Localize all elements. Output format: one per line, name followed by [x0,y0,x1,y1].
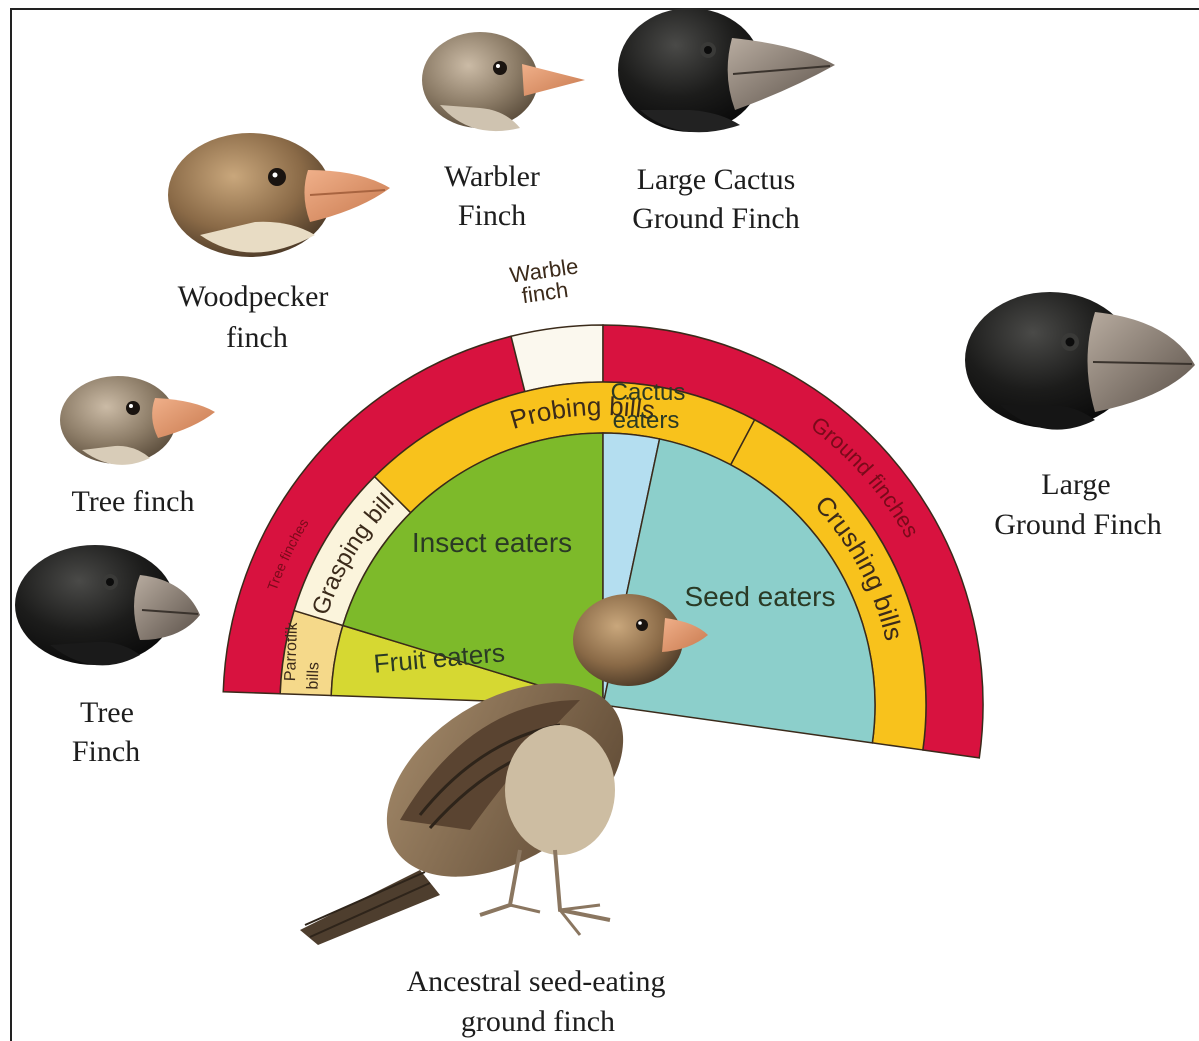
parrotlik-bills-label-line2: bills [305,662,323,690]
warble-finch-label-line2: finch [520,277,570,308]
insect-eaters-label: Insect eaters [412,527,572,558]
large-cactus-ground-finch-label-line1: Large Cactus [637,163,796,196]
tree-finch-large-label-line1: Tree [80,696,134,729]
warbler-finch-label-line2: Finch [458,199,526,232]
large-ground-finch-illustration [965,292,1195,430]
tree-finch-large-illustration [15,545,200,665]
seed-eaters-label: Seed eaters [685,581,836,612]
woodpecker-finch-label-line1: Woodpecker [178,280,329,313]
cactus-eaters-label-line1: Cactus [611,379,686,406]
warbler-finch-illustration [422,32,585,131]
warbler-finch-label-line1: Warbler [444,160,540,193]
woodpecker-finch-illustration [168,133,390,257]
tree-finch-large-label-line2: Finch [72,735,140,768]
large-ground-finch-label-line1: Large [1041,468,1110,501]
tree-finch-small-illustration [60,376,215,465]
large-ground-finch-label-line2: Ground Finch [994,508,1162,541]
parrotlik-bills-label-line1: Parrotlik [282,621,301,681]
cactus-eaters-label-line2: eaters [613,407,680,434]
ancestral-finch-label-line2: ground finch [461,1005,615,1038]
tree-finch-small-label: Tree finch [71,485,194,518]
large-cactus-ground-finch-illustration [618,8,835,132]
woodpecker-finch-label-line2: finch [226,321,288,354]
large-cactus-ground-finch-label-line2: Ground Finch [632,202,800,235]
ancestral-finch-label-line1: Ancestral seed-eating [406,965,665,998]
